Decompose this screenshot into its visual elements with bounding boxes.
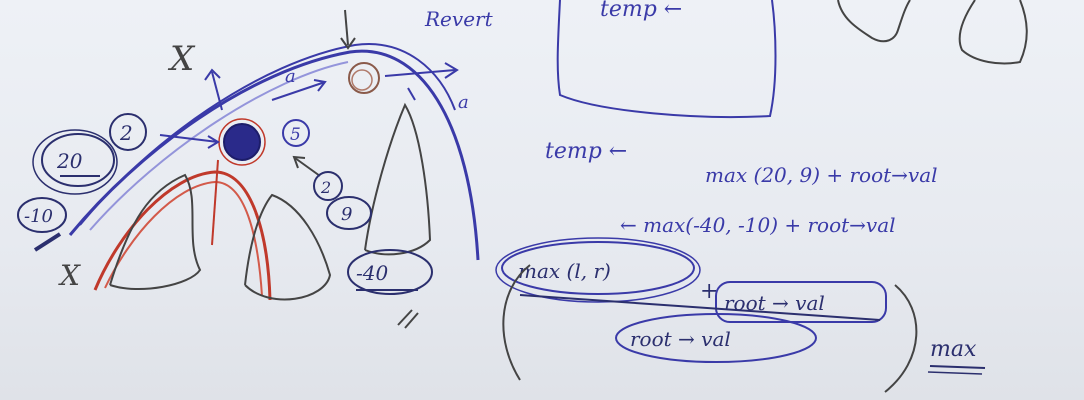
left-sub-bubble — [109, 113, 147, 151]
right-bracket — [884, 284, 918, 393]
left-sub-value: 2 — [119, 121, 133, 145]
arrow-down-head — [340, 37, 356, 50]
cross-mark-top: X — [167, 39, 196, 79]
right-value: 9 — [341, 204, 352, 225]
root-value-circle — [282, 119, 310, 147]
note-line2: ← max(-40, -10) + root→val — [620, 213, 896, 237]
note-line4: root → val — [630, 327, 731, 351]
right-node — [351, 69, 373, 91]
far-right-value: -40 — [356, 261, 388, 285]
note-side-underline — [929, 365, 986, 369]
tick-mark — [397, 309, 413, 326]
root-val-bubble — [615, 313, 817, 363]
red-edge — [211, 159, 219, 246]
note-underline — [519, 294, 881, 321]
right-node — [348, 62, 380, 94]
red-arc — [93, 170, 272, 301]
note-side: max — [930, 337, 977, 362]
arrow-label-b: a — [458, 92, 469, 113]
arrow-right-head — [444, 62, 459, 79]
squiggle-shape — [837, 0, 911, 43]
far-left-value: -10 — [24, 206, 53, 227]
left-subtree-outline — [109, 173, 202, 291]
right-sub-bubble — [313, 171, 343, 201]
root-node — [223, 123, 261, 161]
note-side-underline — [927, 371, 983, 375]
far-left-bubble — [17, 197, 67, 233]
arrow-along-arc-head — [313, 79, 327, 92]
up-arrow-head — [204, 68, 221, 81]
highlight-arc — [89, 61, 349, 231]
note-line3-b: root → val — [724, 291, 825, 315]
note-line3-plus: + — [700, 279, 718, 304]
middle-subtree-outline — [244, 193, 332, 301]
left-value: 20 — [56, 149, 83, 173]
far-right-bubble — [347, 249, 433, 295]
note-line1-right: max (20, 9) + root→val — [705, 163, 938, 187]
arrow-down — [344, 9, 349, 46]
left-bracket — [502, 264, 531, 381]
left-value-bubble — [41, 133, 115, 187]
right-subtree-outline — [364, 102, 432, 256]
red-arc — [104, 180, 263, 297]
sketch-box — [556, 0, 777, 118]
box-caption: temp ← — [600, 0, 682, 22]
arrow-up-right-head — [292, 155, 306, 169]
squiggle-shape — [958, 0, 1028, 65]
root-val-box — [715, 281, 887, 323]
cross-mark-bottom: X — [58, 259, 81, 292]
left-value-bubble-outer — [32, 129, 118, 195]
arrow-along-arc — [271, 81, 326, 101]
right-value-bubble — [326, 196, 372, 230]
arrow-right — [384, 69, 456, 77]
arrow-label-a: a — [285, 66, 296, 87]
max-lr-bubble-outer — [495, 237, 701, 303]
top-label: Revert — [424, 7, 494, 31]
max-lr-bubble — [501, 241, 695, 295]
tick-mark — [404, 312, 419, 329]
far-left-stroke — [33, 232, 62, 252]
arrow-to-root — [159, 134, 219, 143]
arrow-to-root-head — [207, 135, 220, 149]
right-sub-value: 2 — [320, 178, 331, 197]
note-line1-left: temp ← — [545, 139, 627, 164]
root-value: 5 — [290, 125, 301, 145]
arrow-up-small — [407, 87, 416, 101]
inner-arc — [79, 43, 456, 226]
note-line3-a: max (l, r) — [518, 259, 611, 283]
arrow-up-right — [294, 157, 321, 177]
up-arrow — [211, 71, 223, 111]
